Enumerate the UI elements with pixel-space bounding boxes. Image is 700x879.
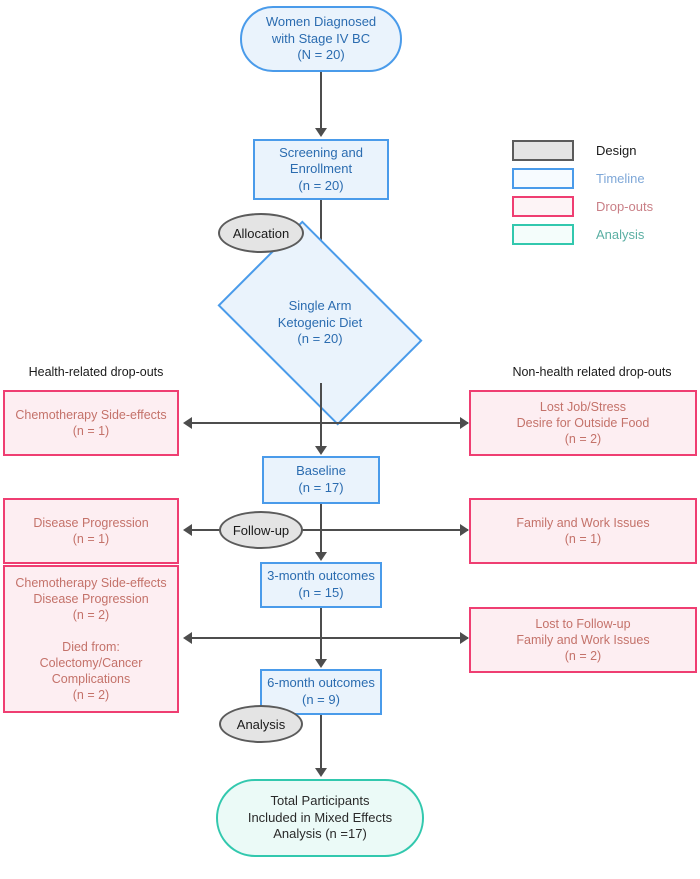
- dropout-right-1[interactable]: Lost Job/Stress Desire for Outside Food …: [469, 390, 697, 456]
- dropout-left-3[interactable]: Chemotherapy Side-effects Disease Progre…: [3, 565, 179, 713]
- legend-item-timeline: Timeline: [512, 164, 653, 192]
- legend-item-design: Design: [512, 136, 653, 164]
- dropout-left-1[interactable]: Chemotherapy Side-effects (n = 1): [3, 390, 179, 456]
- node-enrollment[interactable]: Women Diagnosed with Stage IV BC (N = 20…: [240, 6, 402, 72]
- connector-intervention-to-baseline: [320, 383, 322, 450]
- dropout-right-3[interactable]: Lost to Follow-up Family and Work Issues…: [469, 607, 697, 673]
- arrowhead-left-dropout-2: [183, 524, 192, 536]
- arrowhead-left-dropout-1: [183, 417, 192, 429]
- stage-marker-allocation[interactable]: Allocation: [218, 213, 304, 253]
- arrowhead-down-6month: [315, 659, 327, 668]
- node-baseline[interactable]: Baseline (n = 17): [262, 456, 380, 504]
- arrowhead-right-dropout-2: [460, 524, 469, 536]
- legend-label-analysis: Analysis: [596, 226, 645, 242]
- connector-screening-to-intervention: [320, 200, 322, 256]
- legend-item-analysis: Analysis: [512, 220, 653, 248]
- legend: Design Timeline Drop-outs Analysis: [512, 136, 653, 248]
- arrowhead-right-dropout-3: [460, 632, 469, 644]
- dropout-right-2[interactable]: Family and Work Issues (n = 1): [469, 498, 697, 564]
- legend-label-dropouts: Drop-outs: [596, 198, 654, 214]
- node-final-analysis[interactable]: Total Participants Included in Mixed Eff…: [216, 779, 424, 857]
- legend-swatch-timeline: [512, 167, 574, 189]
- connector-3month-to-6month: [320, 608, 322, 663]
- heading-health-related-dropouts: Health-related drop-outs: [28, 365, 164, 379]
- arrowhead-down-screening: [315, 128, 327, 137]
- legend-label-design: Design: [596, 142, 637, 158]
- arrowhead-down-3month: [315, 552, 327, 561]
- legend-item-dropouts: Drop-outs: [512, 192, 653, 220]
- legend-label-timeline: Timeline: [596, 170, 645, 186]
- node-3-month-outcomes[interactable]: 3-month outcomes (n = 15): [260, 562, 382, 608]
- node-screening-and-enrollment[interactable]: Screening and Enrollment (n = 20): [253, 139, 389, 200]
- connector-dropout-row-2-left: [192, 529, 222, 531]
- arrowhead-down-baseline: [315, 446, 327, 455]
- heading-non-health-related-dropouts: Non-health related drop-outs: [512, 365, 672, 379]
- arrowhead-down-final-analysis: [315, 768, 327, 777]
- legend-swatch-design: [512, 139, 574, 161]
- legend-swatch-dropouts: [512, 195, 574, 217]
- stage-marker-follow-up[interactable]: Follow-up: [219, 511, 303, 549]
- connector-dropout-row-3: [192, 637, 468, 639]
- legend-swatch-analysis: [512, 223, 574, 245]
- connector-dropout-row-1: [192, 422, 468, 424]
- arrowhead-right-dropout-1: [460, 417, 469, 429]
- connector-dropout-row-2-right: [300, 529, 468, 531]
- stage-marker-analysis[interactable]: Analysis: [219, 705, 303, 743]
- node-single-arm-ketogenic-diet[interactable]: Single Arm Ketogenic Diet (n = 20): [217, 220, 423, 426]
- arrowhead-left-dropout-3: [183, 632, 192, 644]
- connector-enrollment-to-screening: [320, 72, 322, 131]
- connector-6month-to-analysis: [320, 715, 322, 772]
- diamond-label: Single Arm Ketogenic Diet (n = 20): [277, 298, 363, 347]
- dropout-left-2[interactable]: Disease Progression (n = 1): [3, 498, 179, 564]
